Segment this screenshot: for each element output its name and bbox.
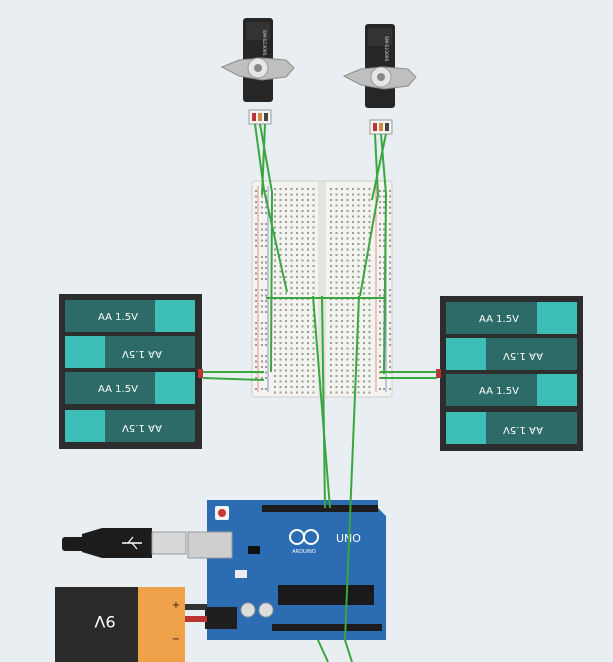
battery-9v-minus: − bbox=[172, 634, 180, 645]
aa-cell: AA 1.5V bbox=[65, 300, 195, 332]
servo-motor-left[interactable]: SM-S2309S bbox=[220, 18, 295, 125]
aa-cell-label: AA 1.5V bbox=[122, 348, 162, 359]
aa-cell: AA 1.5V bbox=[446, 374, 577, 406]
arduino-brand-label: ARDUINO bbox=[292, 549, 316, 555]
aa-cell: AA 1.5V bbox=[446, 302, 577, 334]
battery-9v[interactable]: 9V + − bbox=[55, 587, 207, 662]
usb-cable bbox=[62, 528, 187, 558]
aa-cell: AA 1.5V bbox=[65, 410, 195, 442]
aa-cell-label: AA 1.5V bbox=[122, 422, 162, 433]
servo-motor-right[interactable]: SM-S2309S bbox=[342, 24, 417, 135]
battery-9v-plus: + bbox=[172, 600, 180, 611]
aa-cell-label: AA 1.5V bbox=[503, 424, 543, 435]
aa-cell-label: AA 1.5V bbox=[98, 312, 138, 323]
aa-cell-label: AA 1.5V bbox=[503, 350, 543, 361]
arduino-uno-board[interactable]: ARDUINO UNO bbox=[187, 500, 386, 640]
aa-battery-pack-right[interactable]: AA 1.5V AA 1.5V AA 1.5V AA 1.5V bbox=[436, 296, 583, 451]
wires bbox=[202, 123, 437, 662]
aa-cell: AA 1.5V bbox=[446, 338, 577, 370]
aa-cell-label: AA 1.5V bbox=[98, 384, 138, 395]
aa-cell-label: AA 1.5V bbox=[479, 314, 519, 325]
usb-icon bbox=[122, 536, 142, 550]
aa-cell: AA 1.5V bbox=[65, 372, 195, 404]
servo-label: SM-S2309S bbox=[261, 30, 267, 56]
aa-battery-pack-left[interactable]: AA 1.5V AA 1.5V AA 1.5V AA 1.5V bbox=[59, 294, 203, 449]
breadboard[interactable] bbox=[251, 180, 393, 398]
arduino-logo bbox=[289, 529, 319, 545]
servo-label: SM-S2309S bbox=[383, 36, 389, 62]
aa-cell-label: AA 1.5V bbox=[479, 386, 519, 397]
battery-9v-label: 9V bbox=[94, 612, 115, 631]
aa-cell: AA 1.5V bbox=[65, 336, 195, 368]
aa-cell: AA 1.5V bbox=[446, 412, 577, 444]
